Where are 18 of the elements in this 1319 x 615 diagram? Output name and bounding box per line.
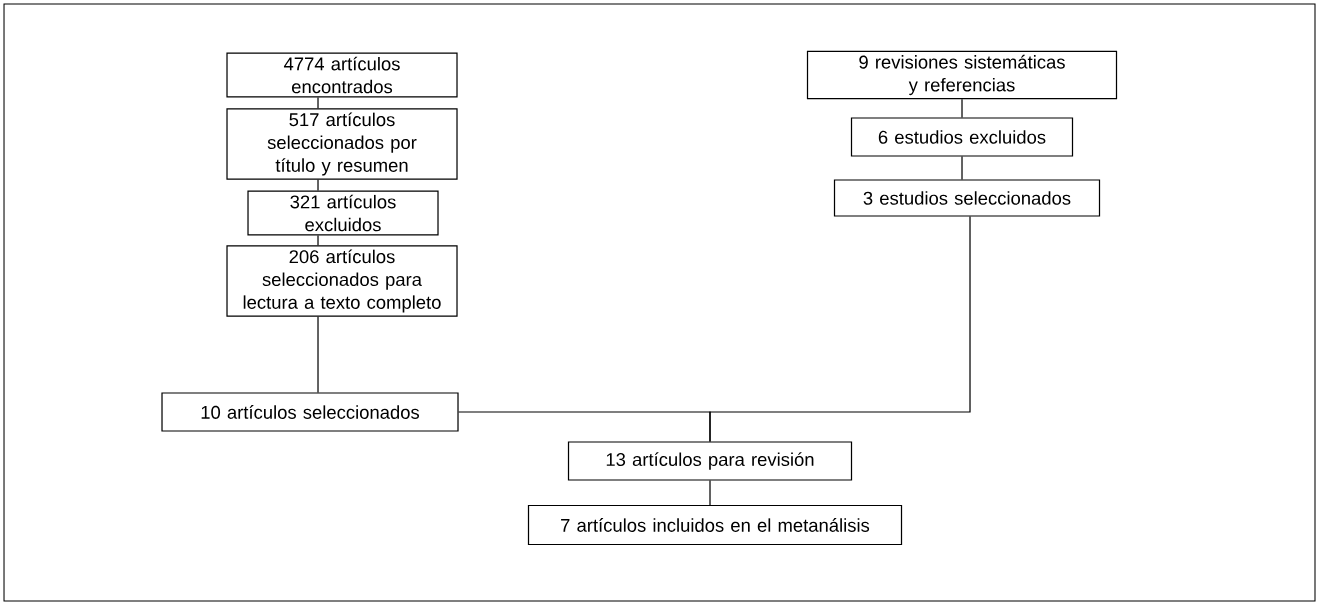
process-box: 321 artículos excluidos xyxy=(247,190,439,236)
process-box: 517 artículos seleccionados por título y resumen xyxy=(226,108,458,180)
process-box: 10 artículos seleccionados xyxy=(161,392,459,432)
connector-line xyxy=(709,480,711,506)
connector-line xyxy=(317,316,319,393)
process-box: 206 artículos seleccionados para lectura a texto completo xyxy=(226,245,458,317)
connector-line xyxy=(709,216,971,442)
process-box: 3 estudios seleccionados xyxy=(833,179,1101,217)
connector-line xyxy=(317,234,319,246)
process-box: 9 revisiones sistemáticas y referencias xyxy=(806,50,1118,100)
process-box: 6 estudios excluidos xyxy=(850,117,1074,157)
connector-line xyxy=(317,179,319,192)
process-box: 13 artículos para revisión xyxy=(567,441,853,481)
connector-line xyxy=(961,156,963,180)
process-box: 7 artículos incluidos en el metanálisis xyxy=(527,504,903,546)
connector-line xyxy=(961,98,963,118)
connector-line xyxy=(317,96,319,109)
process-box: 4774 artículos encontrados xyxy=(226,52,458,98)
